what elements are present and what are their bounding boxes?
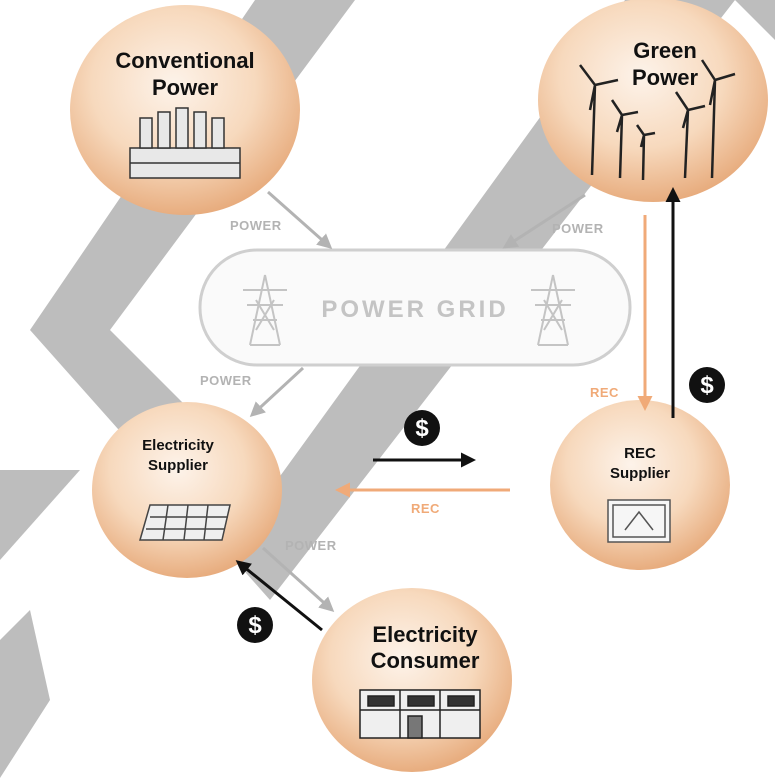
payment-flow-arrows <box>235 187 681 632</box>
flow-label-green-rec: REC <box>590 385 619 400</box>
conventional-power-title-2: Power <box>152 75 218 100</box>
flow-label-conventional-power: POWER <box>230 218 282 233</box>
storefront-icon <box>359 689 481 739</box>
electricity-supplier-node: Electricity Supplier <box>92 402 282 578</box>
power-flow-arrows <box>249 190 586 613</box>
electricity-supplier-title-2: Supplier <box>148 457 208 474</box>
green-power-title: Green <box>633 38 697 63</box>
rec-flow-arrows <box>335 215 653 498</box>
wind-turbine-icon <box>579 59 736 181</box>
flow-label-rec-supplier-rec: REC <box>411 501 440 516</box>
electricity-consumer-title: Electricity <box>372 622 478 647</box>
rec-supplier-node: REC Supplier <box>550 400 730 570</box>
flow-label-grid-power: POWER <box>200 373 252 388</box>
dollar-icon: $ <box>415 415 429 442</box>
power-grid-label: POWER GRID <box>321 296 508 323</box>
conventional-power-node: Conventional Power <box>70 5 300 215</box>
arrow-payment-consumer-to-supplier <box>235 560 323 632</box>
arrow-green-to-grid <box>502 193 586 249</box>
rec-supplier-title-2: Supplier <box>610 465 670 482</box>
dollar-badge-consumer-to-supplier: $ <box>237 607 273 643</box>
rec-supplier-title: REC <box>624 445 656 462</box>
electricity-consumer-title-2: Consumer <box>371 648 480 673</box>
transmission-tower-icon <box>243 274 287 346</box>
green-power-node: Green Power <box>538 0 768 202</box>
electricity-consumer-node: Electricity Consumer <box>312 588 512 772</box>
arrow-conventional-to-grid <box>267 190 333 249</box>
dollar-icon: $ <box>248 612 262 639</box>
conventional-power-title: Conventional <box>115 48 254 73</box>
electricity-supplier-title: Electricity <box>142 437 214 454</box>
dollar-badge-rec-to-green: $ <box>689 367 725 403</box>
transmission-tower-icon <box>531 274 575 346</box>
power-plant-icon <box>129 107 241 179</box>
green-power-title-2: Power <box>632 65 698 90</box>
arrow-grid-to-supplier <box>249 366 305 418</box>
certificate-icon <box>607 499 671 543</box>
flow-label-consumer-power: POWER <box>285 538 337 553</box>
arrow-supplier-to-consumer <box>261 546 335 613</box>
flow-label-green-power: POWER <box>552 221 604 236</box>
power-grid-node: POWER GRID <box>198 248 632 367</box>
dollar-icon: $ <box>700 372 714 399</box>
dollar-badge-supplier-to-rec: $ <box>404 410 440 446</box>
office-building-icon <box>139 504 231 541</box>
